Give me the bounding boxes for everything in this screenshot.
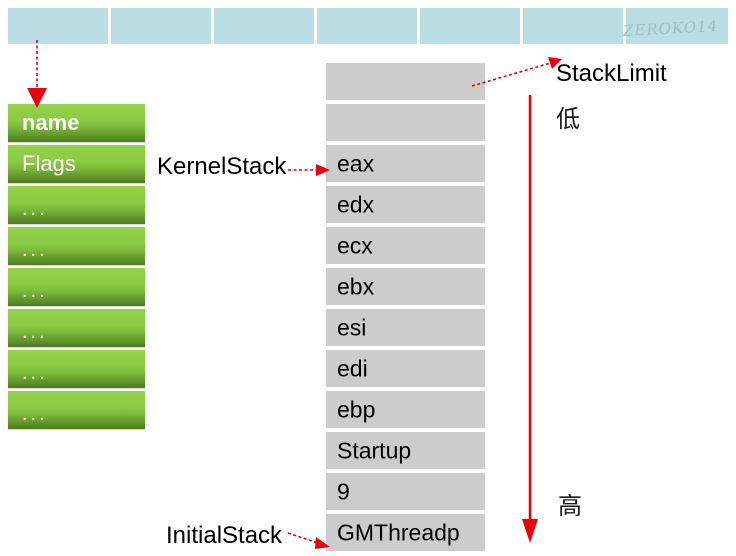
thread-field-label: ... — [22, 239, 48, 261]
stack-slot-9[interactable]: 9 — [326, 473, 485, 510]
header-cell-3 — [214, 8, 314, 44]
stack-slot-ecx[interactable]: ecx — [326, 227, 485, 264]
stack-slot-gmthreadp[interactable]: GMThreadp — [326, 514, 485, 551]
label-initialstack: InitialStack — [166, 522, 283, 549]
thread-field-label: ... — [22, 198, 48, 220]
thread-field-8[interactable]: ... — [8, 391, 145, 429]
stack-slot-eax[interactable]: eax — [326, 145, 485, 182]
thread-field-7[interactable]: ... — [8, 350, 145, 388]
stack-slot-ebx[interactable]: ebx — [326, 268, 485, 305]
connector-name-field-icon — [27, 40, 47, 108]
stack-slot-label: 9 — [337, 478, 350, 504]
stack-slot-label: ebx — [337, 273, 375, 299]
thread-structure-column: name Flags ... ... ... ... ... ... — [8, 104, 145, 432]
stack-slot-startup[interactable]: Startup — [326, 432, 485, 469]
stack-slot-esi[interactable]: esi — [326, 309, 485, 346]
thread-field-flags[interactable]: Flags — [8, 145, 145, 183]
thread-field-label: ... — [22, 280, 48, 302]
stack-slot-ebp[interactable]: ebp — [326, 391, 485, 428]
stack-slot-label: edi — [337, 355, 368, 381]
stack-slot-label: GMThreadp — [337, 519, 460, 545]
thread-field-label: Flags — [22, 151, 76, 176]
header-cell-7: ZEROKO14 — [622, 8, 728, 44]
stack-slot-label: esi — [337, 314, 367, 340]
header-band: ZEROKO14 — [0, 8, 736, 44]
stack-slot-edi[interactable]: edi — [326, 350, 485, 387]
label-address-high: 高 — [558, 492, 582, 520]
thread-field-4[interactable]: ... — [8, 227, 145, 265]
thread-field-5[interactable]: ... — [8, 268, 145, 306]
thread-field-6[interactable]: ... — [8, 309, 145, 347]
stack-slot-label: ecx — [337, 232, 373, 258]
connector-stacklimit-icon — [471, 57, 562, 87]
address-direction-arrow — [522, 95, 538, 543]
header-cell-4 — [317, 8, 417, 44]
header-cell-5 — [420, 8, 520, 44]
stack-slot-edx[interactable]: edx — [326, 186, 485, 223]
thread-field-name[interactable]: name — [8, 104, 145, 142]
thread-field-label: name — [22, 110, 80, 135]
kernel-stack-column: eax edx ecx ebx esi edi ebp Startup 9 GM… — [326, 63, 485, 555]
stack-slot-label: Startup — [337, 437, 412, 463]
stack-slot-label: ebp — [337, 396, 376, 422]
header-cell-1 — [8, 8, 108, 44]
stack-slot-label: edx — [337, 191, 375, 217]
header-cell-6 — [523, 8, 623, 44]
stack-slot-2[interactable] — [326, 104, 485, 141]
label-kernelstack: KernelStack — [157, 153, 287, 180]
label-address-low: 低 — [556, 105, 580, 133]
label-stacklimit: StackLimit — [556, 60, 667, 87]
watermark-text: ZEROKO14 — [622, 17, 719, 40]
thread-field-3[interactable]: ... — [8, 186, 145, 224]
thread-field-label: ... — [22, 403, 48, 425]
stack-slot-label: eax — [337, 150, 375, 176]
header-cell-2 — [111, 8, 211, 44]
thread-field-label: ... — [22, 321, 48, 343]
thread-field-label: ... — [22, 362, 48, 384]
stack-slot-1[interactable] — [326, 63, 485, 100]
